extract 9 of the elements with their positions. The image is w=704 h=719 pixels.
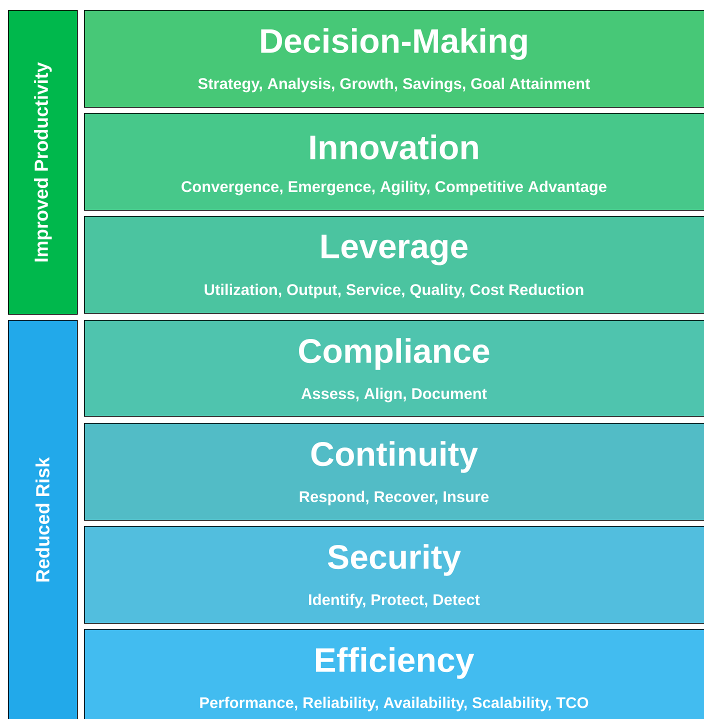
layer-box: Decision-Making Strategy, Analysis, Growth, Savings, Goal Attainment bbox=[84, 10, 704, 108]
category-band: Improved Productivity bbox=[8, 10, 78, 315]
layer-box: Continuity Respond, Recover, Insure bbox=[84, 423, 704, 521]
layer-box: Leverage Utilization, Output, Service, Quality, Cost Reduction bbox=[84, 216, 704, 314]
category-band: Reduced Risk bbox=[8, 320, 78, 719]
layer-box: Efficiency Performance, Reliability, Availability, Scalability, TCO bbox=[84, 629, 704, 719]
layer-box: Security Identify, Protect, Detect bbox=[84, 526, 704, 624]
layer-box: Innovation Convergence, Emergence, Agility, Competitive Advantage bbox=[84, 113, 704, 211]
layer-box: Compliance Assess, Align, Document bbox=[84, 320, 704, 417]
